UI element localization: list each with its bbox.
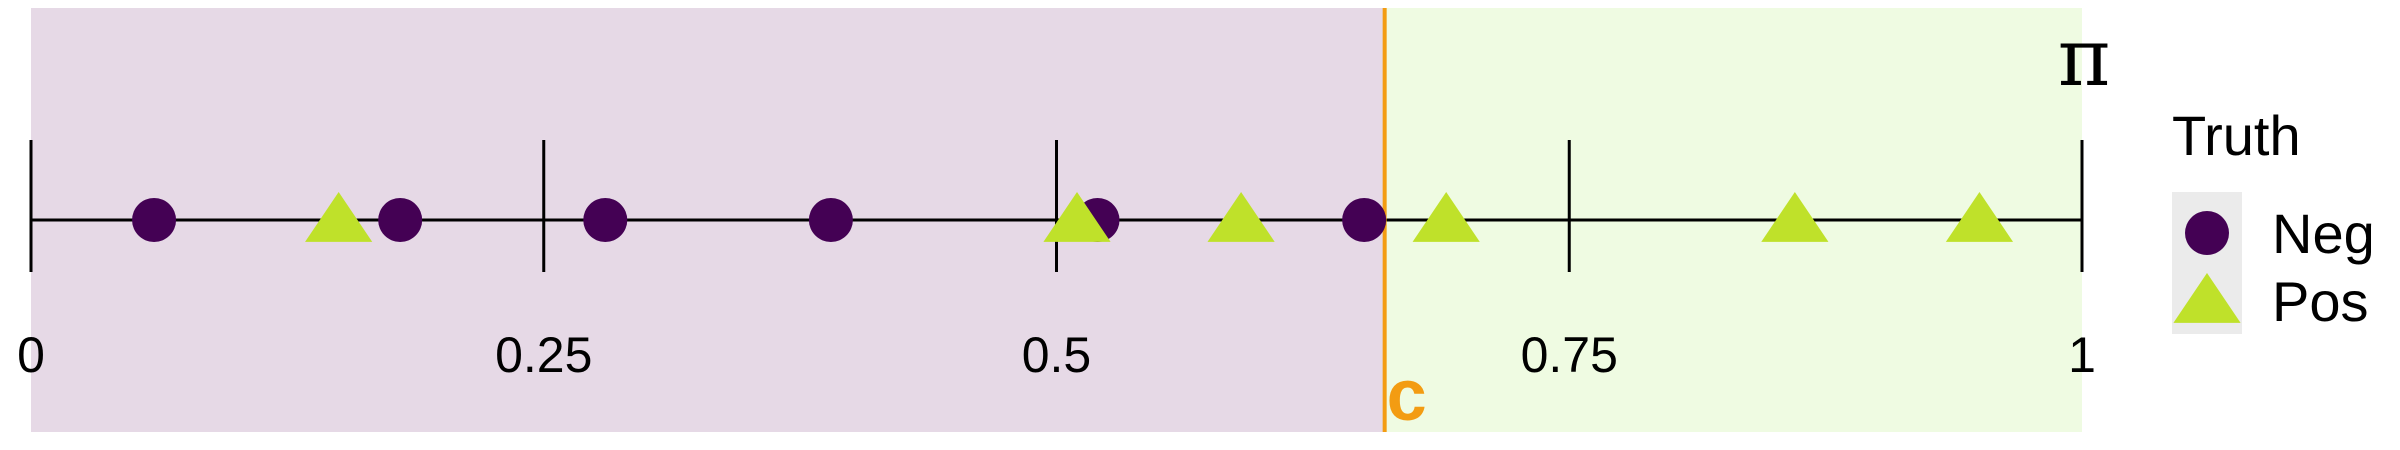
data-point-neg	[583, 198, 628, 242]
axis-symbol: π	[2058, 11, 2111, 104]
data-point-pos	[305, 192, 373, 242]
cutoff-label: c	[1387, 356, 1427, 436]
tick-label: 0.75	[1521, 327, 1618, 383]
data-point-neg	[378, 198, 423, 242]
data-point-neg	[808, 198, 853, 242]
data-point-pos	[1207, 192, 1275, 242]
tick-label: 0.5	[1022, 327, 1092, 383]
tick-label: 0.25	[495, 327, 592, 383]
data-points	[132, 192, 2014, 242]
data-point-neg	[1342, 198, 1387, 242]
legend-label: Pos	[2272, 270, 2369, 333]
legend-title: Truth	[2172, 104, 2301, 167]
legend-key-neg	[2185, 211, 2229, 255]
data-point-pos	[1043, 192, 1111, 242]
tick-labels: 0 0.25 0.5 0.75 1	[17, 327, 2096, 383]
tick-label: 0	[17, 327, 45, 383]
legend-label: Neg	[2272, 202, 2375, 265]
data-point-pos	[1412, 192, 1480, 242]
data-point-pos	[1761, 192, 1829, 242]
legend-key-pos	[2173, 273, 2241, 323]
ticks	[29, 140, 2084, 272]
data-point-pos	[1945, 192, 2014, 242]
data-point-neg	[132, 198, 177, 242]
tick-label: 1	[2068, 327, 2096, 383]
